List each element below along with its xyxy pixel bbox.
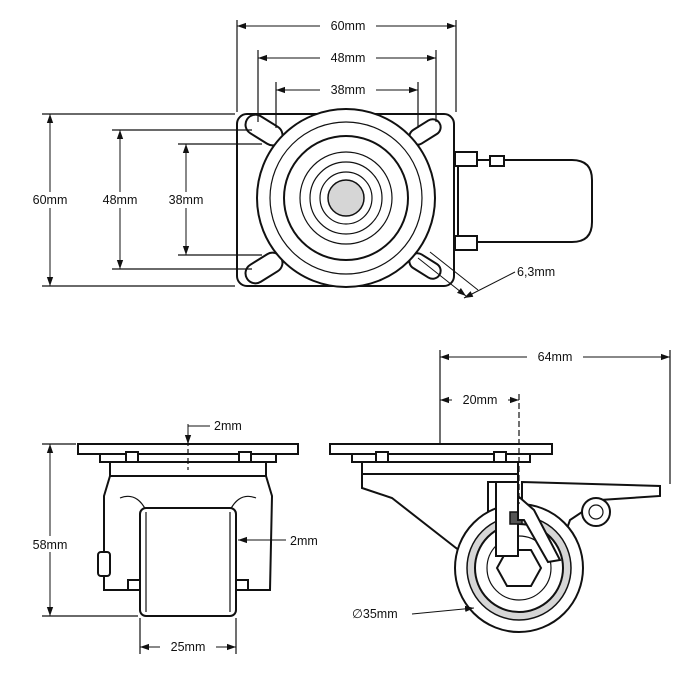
top-view: 60mm 48mm 38mm 60mm 48mm 38mm <box>22 18 593 299</box>
axle-nut-left <box>97 551 111 577</box>
dim-swivel-offset: 20mm <box>463 393 498 407</box>
dim-overall-length: 64mm <box>538 350 573 364</box>
axle-ring <box>319 171 373 225</box>
dim-hole-inner-h: 38mm <box>169 193 204 207</box>
brake-lever-top <box>457 159 593 243</box>
dim-plate-height: 60mm <box>33 193 68 207</box>
rivet-left <box>125 451 139 463</box>
dim-plate-width: 60mm <box>331 19 366 33</box>
dim-wheel-diameter: ∅35mm <box>352 607 398 621</box>
axle-nut-side <box>495 549 543 587</box>
wheel-front <box>139 507 237 617</box>
dim-line-wheel-diameter <box>411 605 475 615</box>
bearing-inner <box>309 161 383 235</box>
axle-hole <box>327 179 365 217</box>
dim-hole-inner-w: 38mm <box>331 83 366 97</box>
bearing-ring <box>299 151 393 245</box>
dim-bracket-thickness: 2mm <box>290 534 318 548</box>
lever-tab-top <box>454 151 478 167</box>
side-view: 64mm 20mm ∅35mm <box>329 349 671 633</box>
rivet-side-left <box>375 451 389 463</box>
front-view: 2mm 2mm 58mm 25mm <box>22 419 318 655</box>
dim-plate-thickness: 2mm <box>214 419 242 433</box>
lever-pivot-outer <box>581 497 611 527</box>
dim-slot-width: 6,3mm <box>517 265 555 279</box>
lever-clip <box>489 155 505 167</box>
dim-wheel-width: 25mm <box>171 640 206 654</box>
dim-hole-outer-h: 48mm <box>103 193 138 207</box>
swivel-ring-2 <box>269 121 423 275</box>
rivet-side-right <box>493 451 507 463</box>
dim-line-slot-2 <box>463 271 516 299</box>
dim-line-slot-1 <box>417 257 467 297</box>
lever-tab-bottom <box>454 235 478 251</box>
brake-arm <box>517 493 562 564</box>
lever-pivot-inner <box>588 504 604 520</box>
brake-foot-right <box>235 579 249 591</box>
dim-overall-height: 58mm <box>33 538 68 552</box>
brake-foot-left <box>127 579 141 591</box>
dim-hole-outer-w: 48mm <box>331 51 366 65</box>
swivel-housing-side <box>361 461 519 475</box>
rivet-right <box>238 451 252 463</box>
